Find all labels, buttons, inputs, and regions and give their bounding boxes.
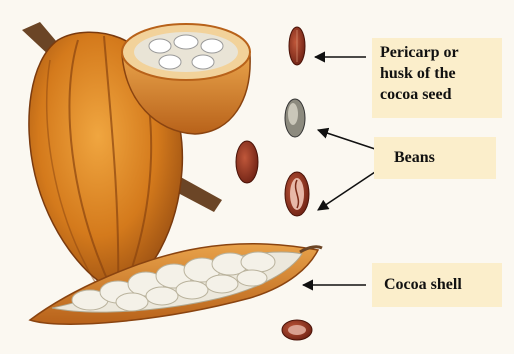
husk-label-line-2: husk of the xyxy=(380,63,494,84)
arrow-beans-upper xyxy=(318,130,378,150)
bean-slice xyxy=(282,320,312,340)
husk-label-line-3: cocoa seed xyxy=(380,84,494,105)
arrow-beans-lower xyxy=(318,170,378,210)
bean-whole xyxy=(236,141,258,183)
husk-label: Pericarp or husk of the cocoa seed xyxy=(372,38,502,118)
bean-peeled xyxy=(285,99,305,137)
bean-cut xyxy=(285,172,309,216)
husk-label-line-1: Pericarp or xyxy=(380,42,494,63)
shell-label: Cocoa shell xyxy=(372,263,502,307)
beans-label: Beans xyxy=(374,137,496,179)
bean-husk xyxy=(289,27,305,65)
